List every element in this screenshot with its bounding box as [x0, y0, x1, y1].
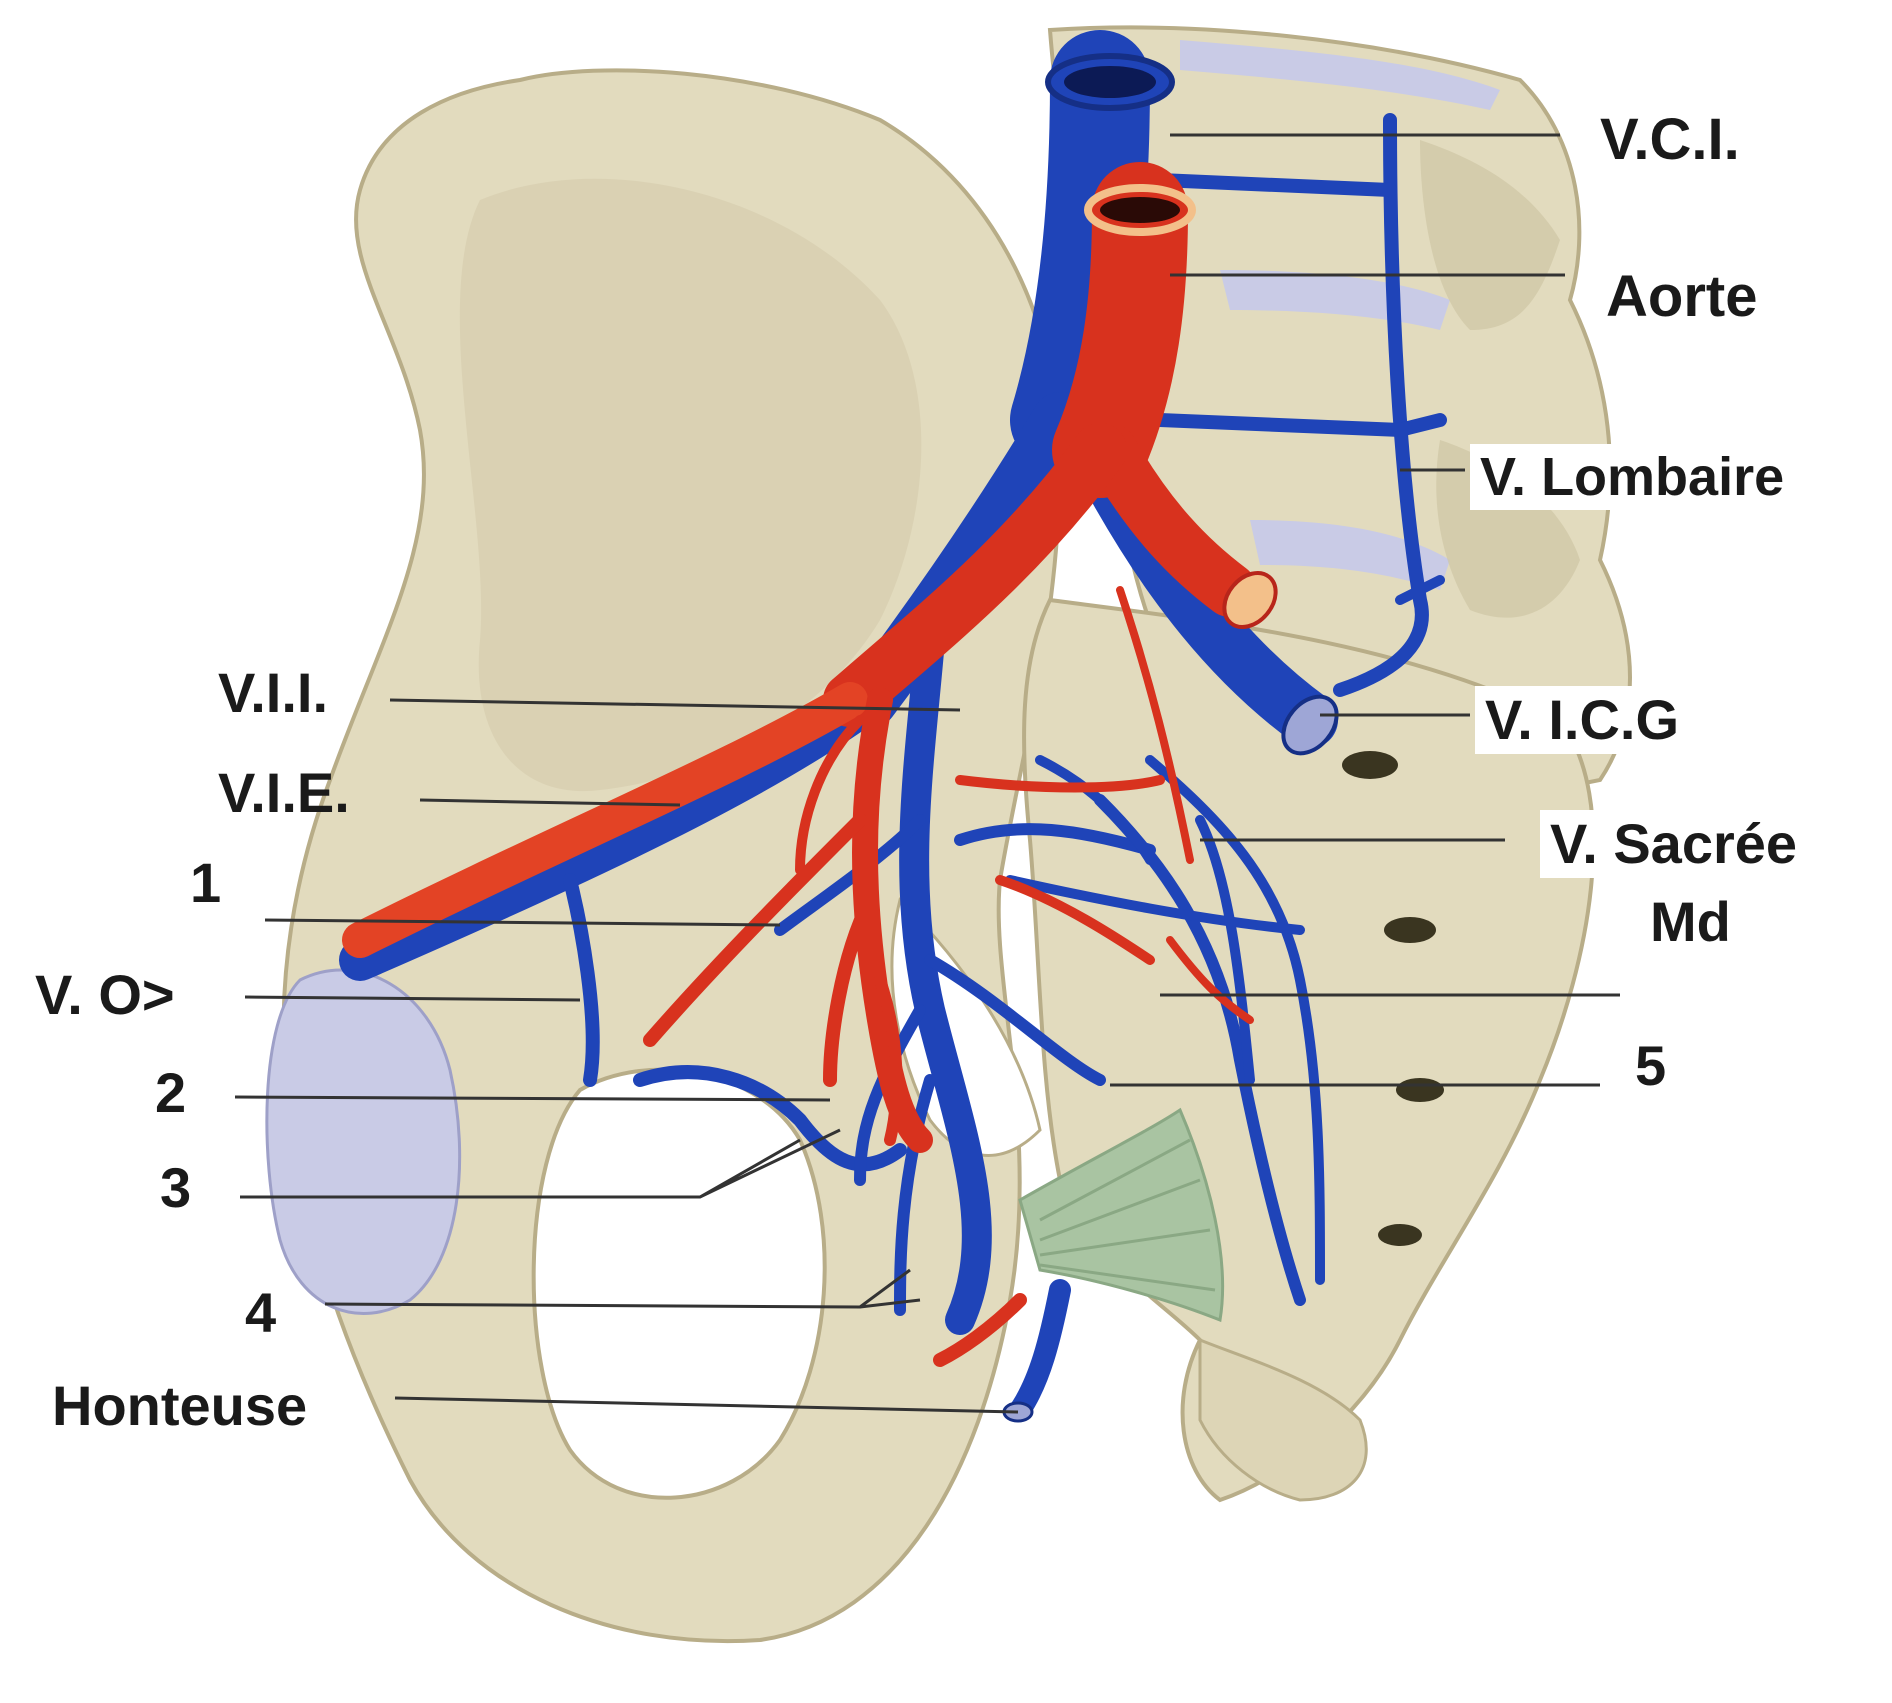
artery-branch-4 [955, 775, 1165, 793]
label-3: 3 [160, 1156, 192, 1219]
label-md: Md [1640, 888, 1741, 956]
vertebra-shadow [1420, 140, 1560, 330]
middle-sacral-vein [1195, 815, 1255, 1085]
leader-honteuse [394, 1396, 1019, 1414]
lateral-sacral-artery [1166, 936, 1254, 1024]
ascending-lumbar-vein [1333, 113, 1429, 697]
obturator-foramen [531, 1067, 827, 1500]
disc-1 [1180, 40, 1500, 110]
leader-lines [234, 133, 1620, 1414]
leader-vie [419, 798, 681, 807]
label-2: 2 [155, 1061, 187, 1124]
right-common-iliac-artery [823, 423, 1127, 727]
leader-4 [324, 1268, 921, 1309]
sacral-plexus-4 [1035, 755, 1155, 865]
pudendal-artery [933, 1293, 1027, 1367]
leader-1 [264, 918, 781, 927]
abdominal-aorta [1052, 162, 1188, 498]
internal-iliac-vein [899, 625, 992, 1335]
aorta-lumen [1100, 197, 1180, 223]
label-5: 5 [1625, 1032, 1677, 1100]
sacral-foramen-4 [1378, 1224, 1422, 1246]
acetabulum-cartilage [265, 968, 462, 1315]
vein-tributary-3 [854, 1004, 926, 1186]
licv-opening [1281, 694, 1339, 756]
middle-sacral-artery [1116, 586, 1194, 864]
lumbar-vein-2 [1153, 413, 1447, 437]
ligament-fibres [1039, 1138, 1216, 1292]
artery-branch-2 [823, 893, 877, 1087]
vein-tributary-5 [954, 823, 1156, 856]
external-iliac-artery [342, 682, 868, 958]
iliac-fossa-shadow [459, 178, 922, 792]
label-vci: V.C.I. [1590, 105, 1750, 175]
sacral-foramen-1 [1342, 751, 1398, 779]
leader-vo [244, 995, 581, 1002]
label-aorte: Aorte [1596, 262, 1768, 332]
lumbar-vein-3 [1395, 575, 1445, 605]
label-v-icg: V. I.C.G [1475, 686, 1690, 754]
sacral-plexus-2 [1145, 755, 1325, 1285]
sacrospinous-ligament [1018, 1107, 1225, 1323]
sacral-foramen-3 [1396, 1078, 1444, 1102]
lcia-opening [1222, 571, 1278, 629]
vein-tributary-1 [774, 814, 926, 936]
artery-branch-6 [795, 715, 865, 875]
label-vie: V.I.E. [218, 761, 350, 824]
obturator-vein [563, 873, 600, 1087]
arteries [342, 162, 1278, 1367]
ivc-lumen [1064, 66, 1156, 98]
label-vii: V.I.I. [218, 661, 329, 724]
label-4: 4 [245, 1281, 277, 1344]
lumbar-vein-1 [1153, 173, 1397, 197]
label-vo: V. O> [35, 963, 175, 1026]
artery-branch-5 [995, 875, 1155, 965]
label-v-lombaire: V. Lombaire [1470, 444, 1795, 510]
left-common-iliac-artery [1083, 423, 1257, 617]
sacral-foramen-2 [1384, 917, 1436, 943]
disc-3 [1250, 520, 1450, 590]
coccyx [1198, 1337, 1368, 1502]
internal-pudendal-vein [1009, 1279, 1071, 1421]
label-honteuse: Honteuse [52, 1374, 308, 1437]
vein-tributary-2 [924, 954, 1106, 1086]
vein-tributary-4 [894, 1074, 936, 1316]
leader-vii [389, 698, 961, 712]
label-1: 1 [190, 851, 222, 914]
label-v-sacree: V. Sacrée [1540, 810, 1808, 878]
sacral-plexus-3 [1005, 875, 1305, 935]
leader-3 [240, 1128, 841, 1199]
artery-branch-3 [874, 974, 903, 1146]
pelvis-bones [265, 25, 1632, 1643]
artery-branch-1 [643, 813, 867, 1047]
leader-2 [234, 1095, 831, 1102]
